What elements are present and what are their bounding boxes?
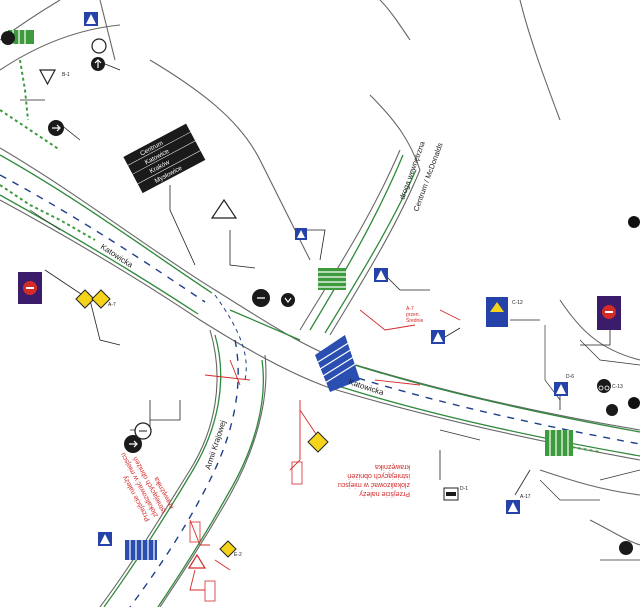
priority-road-sign xyxy=(75,289,95,309)
red-label-box xyxy=(204,580,216,602)
crossing-internal-road xyxy=(318,268,346,290)
lane-markings xyxy=(0,174,640,607)
red-annotations xyxy=(189,309,461,591)
pedestrian-crossing-sign xyxy=(98,532,112,546)
crossing-armii-krajowej xyxy=(125,540,157,560)
lane-direction-sign xyxy=(18,272,42,304)
round-mandatory-sign xyxy=(606,404,618,416)
lane-direction-sign xyxy=(597,296,621,330)
sign-leader-lines xyxy=(20,59,611,496)
pedestrian-crossing-sign xyxy=(84,12,98,26)
warning-triangle-sign xyxy=(38,69,57,86)
round-mandatory-sign xyxy=(48,120,64,136)
warning-triangle-sign xyxy=(187,553,207,569)
warning-triangle-sign xyxy=(210,198,238,219)
pedestrian-crossing-sign xyxy=(295,228,307,240)
pedestrian-crossing-sign xyxy=(506,500,520,514)
pedestrian-crossing-sign xyxy=(374,268,388,282)
round-mandatory-sign xyxy=(281,293,295,307)
note-line: Przejście należy xyxy=(359,490,410,497)
note-south-west: Przejście należy zlokalizować w miejscu … xyxy=(120,451,176,522)
survey-point xyxy=(628,397,640,409)
sign-code: E-2 xyxy=(234,552,242,558)
round-mandatory-sign xyxy=(1,31,15,45)
green-dash-strips xyxy=(0,59,601,453)
note-a7: A-7 przen. Średnie xyxy=(406,306,423,324)
priority-road-sign xyxy=(219,540,237,558)
note-south-east: Przejście należy zlokalizować w miejscu … xyxy=(338,463,410,497)
priority-road-sign xyxy=(91,289,111,309)
note-line: Średnie xyxy=(406,316,423,324)
sign-code: C-12 xyxy=(512,300,523,306)
red-label-box xyxy=(189,521,201,543)
round-mandatory-sign xyxy=(91,57,105,71)
note-line: krawężnika xyxy=(375,463,410,470)
round-mandatory-sign xyxy=(597,379,611,393)
sign-code: B-1 xyxy=(62,72,70,78)
street-name-armii-krajowej: Armii Krajowej xyxy=(203,419,227,471)
round-prohibition-sign xyxy=(134,422,152,440)
survey-point xyxy=(628,216,640,228)
red-label-box xyxy=(291,461,303,485)
note-line: przen. xyxy=(406,312,420,318)
sign-code: C-13 xyxy=(612,384,623,390)
turn-path xyxy=(214,294,247,381)
direction-sign: Centrum Katowice Kraków Mysłowice xyxy=(122,122,207,195)
crossing-katowicka-east xyxy=(315,335,360,392)
round-mandatory-sign xyxy=(124,435,142,453)
round-mandatory-sign xyxy=(252,289,270,307)
pedestrian-crossing-sign xyxy=(554,382,568,396)
sign-code: A-7 xyxy=(108,302,116,308)
note-line: istniejących obniżeń xyxy=(347,472,410,479)
lane-direction-sign xyxy=(486,297,508,327)
rectangle-sign xyxy=(443,487,459,501)
sign-code: A-17 xyxy=(520,494,531,500)
round-mandatory-sign xyxy=(619,541,633,555)
lot-boundaries xyxy=(29,209,640,561)
round-prohibition-sign xyxy=(91,38,107,54)
sign-code-labels: C-13 D-6 A-7 D-1 A-17 C-12 B-1 E-2 xyxy=(62,72,623,558)
note-line: A-7 xyxy=(406,306,414,312)
pedestrian-crossing-sign xyxy=(431,330,445,344)
priority-road-sign xyxy=(307,431,329,453)
curb-lines xyxy=(0,154,640,607)
crossing-katowicka-far-east xyxy=(545,430,573,456)
sign-code: D-1 xyxy=(460,486,468,492)
note-line: zlokalizować w miejscu xyxy=(338,481,410,488)
sign-code: D-6 xyxy=(566,374,574,380)
